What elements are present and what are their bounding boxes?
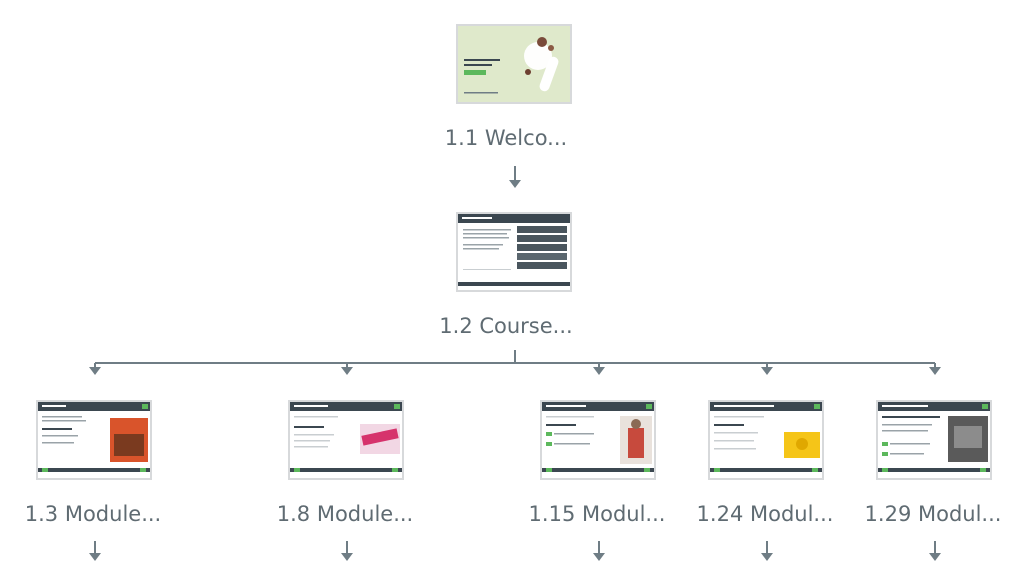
arrow-down-icon bbox=[929, 553, 941, 561]
slide-label: 1.2 Course... bbox=[439, 314, 573, 338]
arrow-down-icon bbox=[593, 367, 605, 375]
arrow-down-icon bbox=[593, 553, 605, 561]
arrow-down-icon bbox=[89, 367, 101, 375]
arrow-down-icon bbox=[509, 180, 521, 188]
module-slide-preview bbox=[878, 402, 990, 478]
arrow-down-icon bbox=[89, 553, 101, 561]
slide-thumbnail[interactable] bbox=[708, 400, 824, 480]
slide-thumbnail[interactable] bbox=[456, 24, 572, 104]
arrow-down-icon bbox=[341, 367, 353, 375]
slide-label: 1.15 Modul... bbox=[528, 502, 666, 526]
slide-thumbnail[interactable] bbox=[540, 400, 656, 480]
slide-label: 1.24 Modul... bbox=[696, 502, 834, 526]
slide-thumbnail[interactable] bbox=[876, 400, 992, 480]
arrow-down-icon bbox=[761, 367, 773, 375]
arrow-down-icon bbox=[341, 553, 353, 561]
slide-thumbnail[interactable] bbox=[288, 400, 404, 480]
course-slide-preview bbox=[458, 214, 570, 290]
slide-label: 1.29 Modul... bbox=[864, 502, 1002, 526]
slide-label: 1.1 Welco... bbox=[444, 126, 568, 150]
module-slide-preview bbox=[542, 402, 654, 478]
slide-thumbnail[interactable] bbox=[456, 212, 572, 292]
slide-thumbnail[interactable] bbox=[36, 400, 152, 480]
slide-label: 1.8 Module... bbox=[276, 502, 414, 526]
module-slide-preview bbox=[710, 402, 822, 478]
slide-label: 1.3 Module... bbox=[24, 502, 162, 526]
arrow-down-icon bbox=[761, 553, 773, 561]
welcome-slide-preview bbox=[458, 26, 570, 102]
module-slide-preview bbox=[38, 402, 150, 478]
arrow-down-icon bbox=[929, 367, 941, 375]
module-slide-preview bbox=[290, 402, 402, 478]
